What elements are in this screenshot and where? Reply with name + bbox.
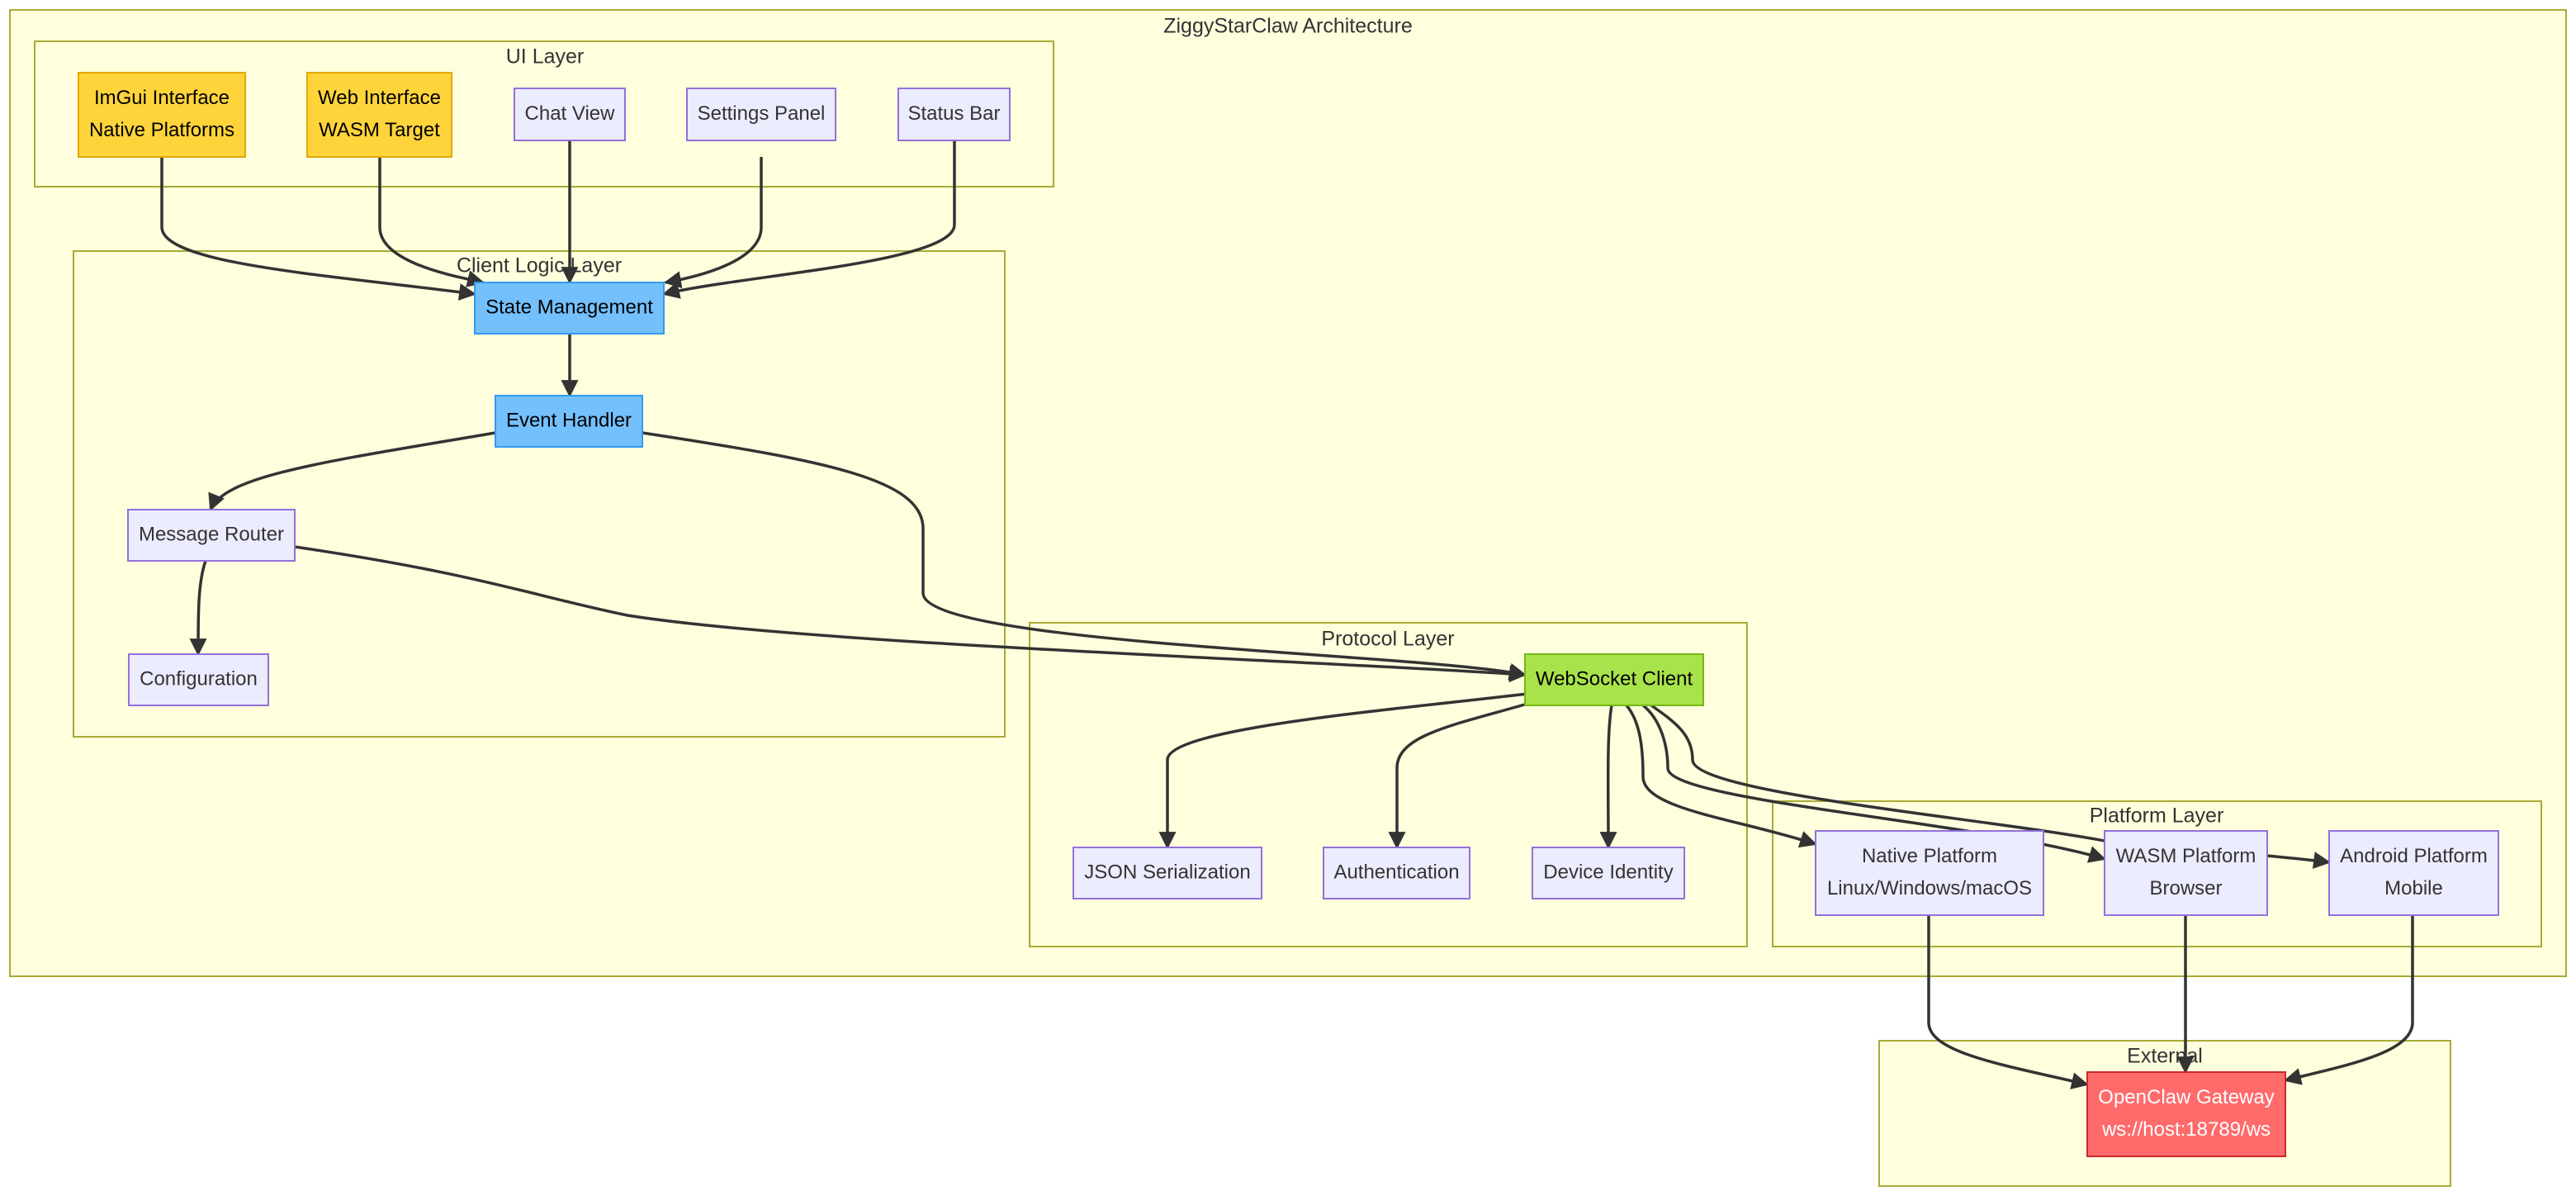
node-gateway-box bbox=[2086, 1071, 2286, 1157]
edge-ws-to-native bbox=[1625, 704, 1817, 848]
cluster-root-label: ZiggyStarClaw Architecture bbox=[1163, 15, 1413, 38]
node-android-box bbox=[2328, 830, 2499, 916]
node-json-box bbox=[1073, 847, 1262, 899]
edge-web-to-state bbox=[378, 157, 485, 287]
node-state-box bbox=[474, 282, 665, 335]
node-status-label-line-1: Status Bar bbox=[907, 102, 1000, 125]
node-auth-box bbox=[1323, 847, 1470, 899]
edge-native-to-gateway bbox=[1927, 915, 2090, 1089]
node-router-box bbox=[127, 509, 296, 562]
node-gateway-label-line-1: OpenClaw Gateway bbox=[2098, 1086, 2274, 1108]
node-gateway[interactable]: OpenClaw Gateway ws://host:18789/ws bbox=[2086, 1071, 2286, 1157]
node-device[interactable]: Device Identity bbox=[1532, 847, 1685, 899]
edge-status-to-state bbox=[661, 140, 956, 299]
edge-event-to-router bbox=[208, 431, 496, 511]
node-web-label-line-1: Web Interface bbox=[318, 87, 441, 109]
node-config-label-line-1: Configuration bbox=[140, 667, 258, 690]
cluster-client-label: Client Logic Layer bbox=[457, 254, 622, 278]
node-wasm-box bbox=[2104, 830, 2268, 916]
node-chat[interactable]: Chat View bbox=[514, 88, 626, 141]
cluster-ui-label: UI Layer bbox=[506, 45, 584, 69]
node-event-box bbox=[495, 395, 643, 448]
edge-imgui-to-state bbox=[160, 157, 477, 301]
node-router[interactable]: Message Router bbox=[127, 509, 296, 562]
edge-event-to-ws bbox=[642, 431, 1527, 681]
edge-ws-to-auth bbox=[1388, 702, 1528, 850]
node-auth[interactable]: Authentication bbox=[1323, 847, 1470, 899]
node-imgui-label-line-1: ImGui Interface bbox=[94, 87, 230, 109]
node-settings[interactable]: Settings Panel bbox=[686, 88, 836, 141]
node-state[interactable]: State Management bbox=[474, 282, 665, 335]
node-android-label-line-1: Android Platform bbox=[2340, 845, 2488, 867]
cluster-platform-label: Platform Layer bbox=[2090, 804, 2224, 828]
node-web-box bbox=[306, 72, 452, 158]
node-config[interactable]: Configuration bbox=[128, 653, 269, 706]
node-settings-box bbox=[686, 88, 836, 141]
node-ws[interactable]: WebSocket Client bbox=[1524, 653, 1704, 706]
edge-settings-to-state bbox=[663, 157, 763, 289]
node-web-label-line-2: WASM Target bbox=[319, 119, 440, 141]
node-settings-label-line-1: Settings Panel bbox=[698, 102, 826, 125]
node-config-box bbox=[128, 653, 269, 706]
node-native-label-line-1: Native Platform bbox=[1862, 845, 1997, 867]
node-device-label-line-1: Device Identity bbox=[1543, 861, 1673, 883]
node-gateway-label-line-2: ws://host:18789/ws bbox=[2101, 1118, 2271, 1141]
edge-ws-to-device bbox=[1599, 705, 1617, 850]
node-wasm-label-line-1: WASM Platform bbox=[2116, 845, 2256, 867]
node-chat-label-line-1: Chat View bbox=[525, 102, 616, 125]
node-auth-label-line-1: Authentication bbox=[1333, 861, 1459, 883]
edge-router-to-ws bbox=[294, 545, 1527, 683]
node-status-box bbox=[897, 88, 1011, 141]
edge-router-to-config bbox=[189, 560, 207, 657]
node-json[interactable]: JSON Serialization bbox=[1073, 847, 1262, 899]
node-status[interactable]: Status Bar bbox=[897, 88, 1011, 141]
cluster-protocol-label: Protocol Layer bbox=[1321, 628, 1454, 651]
node-chat-box bbox=[514, 88, 626, 141]
node-json-label-line-1: JSON Serialization bbox=[1084, 861, 1250, 883]
node-event[interactable]: Event Handler bbox=[495, 395, 643, 448]
node-router-label-line-1: Message Router bbox=[139, 523, 284, 545]
node-event-label-line-1: Event Handler bbox=[506, 409, 632, 431]
edge-android-to-gateway bbox=[2283, 915, 2414, 1085]
node-android-label-line-2: Mobile bbox=[2384, 877, 2443, 899]
cluster-external-label: External bbox=[2127, 1045, 2203, 1068]
node-native-box bbox=[1815, 830, 2044, 916]
edge-ws-to-json bbox=[1158, 692, 1528, 850]
node-ws-label-line-1: WebSocket Client bbox=[1536, 667, 1693, 690]
node-state-label-line-1: State Management bbox=[485, 296, 653, 318]
node-ws-box bbox=[1524, 653, 1704, 706]
node-wasm-label-line-2: Browser bbox=[2149, 877, 2222, 899]
node-imgui-label-line-2: Native Platforms bbox=[89, 119, 234, 141]
node-native-label-line-2: Linux/Windows/macOS bbox=[1827, 877, 2032, 899]
node-device-box bbox=[1532, 847, 1685, 899]
node-imgui-box bbox=[78, 72, 246, 158]
